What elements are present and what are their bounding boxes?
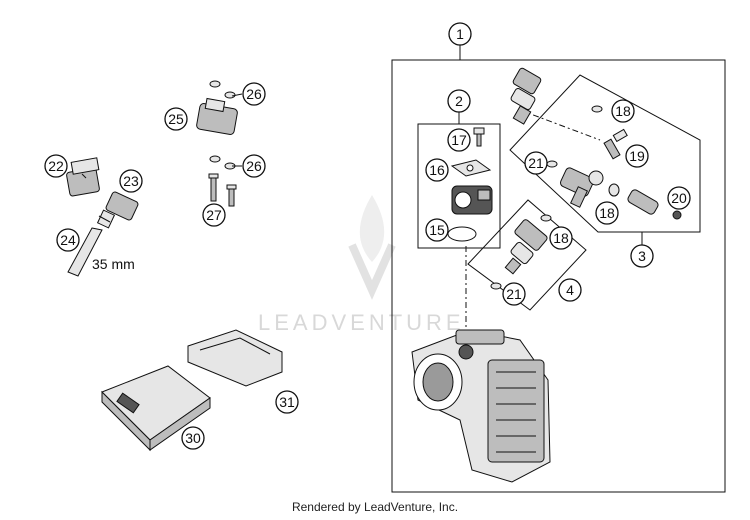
callout-22: 22 xyxy=(44,154,68,178)
svg-text:18: 18 xyxy=(615,103,631,119)
hose xyxy=(67,227,103,277)
callout-25: 25 xyxy=(164,107,188,131)
svg-text:20: 20 xyxy=(671,190,687,206)
svg-text:3: 3 xyxy=(638,248,646,264)
svg-text:21: 21 xyxy=(528,155,544,171)
callout-2: 2 xyxy=(447,89,471,113)
svg-text:4: 4 xyxy=(566,282,574,298)
control-unit-bracket-31 xyxy=(187,329,283,387)
bracket-sensor-25 xyxy=(196,97,238,135)
callout-15: 15 xyxy=(425,218,449,242)
callout-17: 17 xyxy=(447,128,471,152)
callout-18a: 18 xyxy=(611,99,635,123)
callout-26a: 26 xyxy=(242,82,266,106)
throttle-position-sensor xyxy=(451,185,493,215)
throttle-body xyxy=(411,329,551,483)
bracket xyxy=(450,159,492,177)
svg-text:27: 27 xyxy=(206,207,222,223)
svg-text:23: 23 xyxy=(123,173,139,189)
fuel-connector xyxy=(627,189,682,220)
callout-20: 20 xyxy=(667,186,691,210)
svg-text:31: 31 xyxy=(279,394,295,410)
o-ring xyxy=(608,183,620,197)
o-ring xyxy=(490,282,502,290)
svg-text:26: 26 xyxy=(246,158,262,174)
svg-text:26: 26 xyxy=(246,86,262,102)
svg-text:17: 17 xyxy=(451,132,467,148)
svg-text:19: 19 xyxy=(629,148,645,164)
watermark-text: LEADVENTURE xyxy=(258,310,465,335)
callout-1: 1 xyxy=(448,22,472,46)
injector-rail-box xyxy=(509,74,701,246)
callout-26b: 26 xyxy=(242,154,266,178)
throttle-body-assembly-frame xyxy=(391,44,726,493)
washers-26-top xyxy=(209,80,236,99)
callout-19: 19 xyxy=(625,144,649,168)
callout-4: 4 xyxy=(558,278,582,302)
svg-text:18: 18 xyxy=(553,230,569,246)
callout-27: 27 xyxy=(202,203,226,227)
o-ring xyxy=(546,160,558,168)
washers-26-bottom xyxy=(209,155,236,170)
o-ring xyxy=(591,105,603,113)
guide-line xyxy=(519,109,601,141)
fuel-injector-top xyxy=(510,67,542,125)
sensor-22 xyxy=(66,157,100,197)
sensor-23 xyxy=(96,191,139,229)
control-unit-30 xyxy=(101,365,211,452)
fuel-injector xyxy=(504,219,548,275)
leadventure-watermark: LEADVENTURE xyxy=(258,195,465,335)
callout-21a: 21 xyxy=(524,151,548,175)
svg-text:16: 16 xyxy=(429,162,445,178)
o-ring xyxy=(540,214,552,222)
leader-lines xyxy=(81,93,460,223)
callout-31: 31 xyxy=(275,390,299,414)
callout-16: 16 xyxy=(425,158,449,182)
callout-18b: 18 xyxy=(595,201,619,225)
svg-text:2: 2 xyxy=(455,93,463,109)
hose-length: 35 mm xyxy=(92,256,135,272)
svg-text:25: 25 xyxy=(168,111,184,127)
svg-text:22: 22 xyxy=(48,158,64,174)
callout-23: 23 xyxy=(119,169,143,193)
callout-3: 3 xyxy=(630,244,654,268)
svg-text:21: 21 xyxy=(506,286,522,302)
svg-text:15: 15 xyxy=(429,222,445,238)
svg-text:1: 1 xyxy=(456,26,464,42)
fuel-rail xyxy=(559,167,604,208)
o-ring xyxy=(447,226,477,242)
svg-text:30: 30 xyxy=(185,430,201,446)
svg-text:24: 24 xyxy=(60,232,76,248)
footer-credit: Rendered by LeadVenture, Inc. xyxy=(291,500,459,514)
svg-text:18: 18 xyxy=(599,205,615,221)
callout-24: 24 xyxy=(56,228,80,252)
callout-30: 30 xyxy=(181,426,205,450)
callout-18c: 18 xyxy=(549,226,573,250)
callout-21b: 21 xyxy=(502,282,526,306)
measurement-label: 35 mm xyxy=(92,256,135,272)
bolts-27 xyxy=(208,173,237,207)
screw xyxy=(603,128,628,160)
screw xyxy=(473,127,485,147)
